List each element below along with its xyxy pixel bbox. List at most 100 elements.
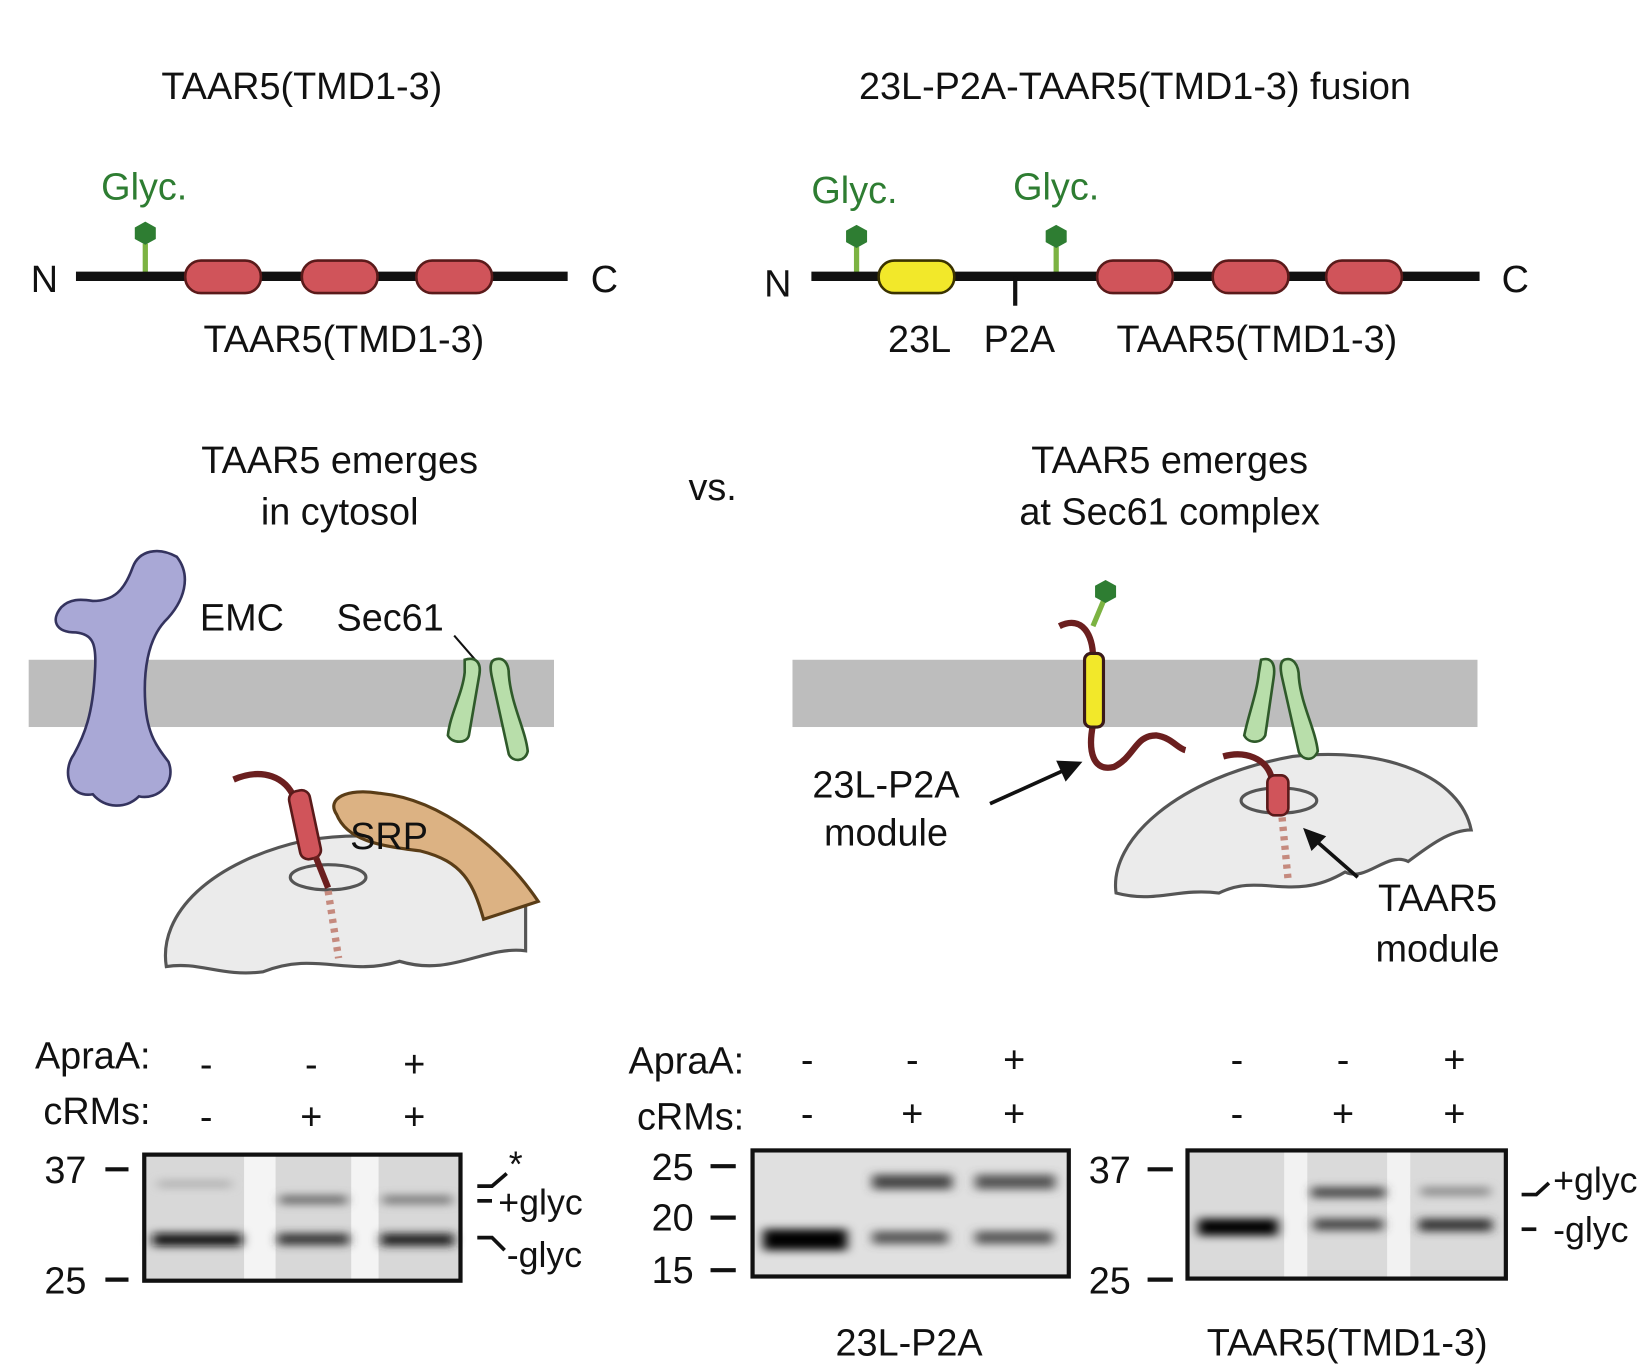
band-lane2-glyc bbox=[279, 1195, 348, 1205]
band-lane3-unglyc bbox=[1418, 1218, 1493, 1232]
band-lane3-glyc bbox=[1420, 1187, 1491, 1196]
crms-lane-3: + bbox=[403, 1096, 425, 1138]
lane-gap bbox=[1284, 1151, 1308, 1278]
gel-border bbox=[1185, 1148, 1508, 1281]
apraa-lane-3: + bbox=[1443, 1040, 1465, 1082]
glyc-label: Glyc. bbox=[101, 167, 187, 209]
label-23l: 23L bbox=[888, 319, 951, 361]
apraa-lane-3: + bbox=[403, 1044, 425, 1086]
n-terminus: N bbox=[764, 263, 791, 305]
sec61-channel-left-icon bbox=[446, 657, 482, 744]
sec61-leader-line bbox=[453, 634, 476, 661]
gel-panel-2: ApraA: cRMs: - - + - + + 25 20 15 23L-P2… bbox=[629, 1040, 1071, 1364]
plus-glyc-label: +glyc bbox=[498, 1183, 582, 1223]
glycan-icon-1 bbox=[846, 224, 868, 248]
apraa-lane-2: - bbox=[906, 1040, 919, 1082]
right-construct-diagram: 23L-P2A-TAAR5(TMD1-3) fusion Glyc. Glyc.… bbox=[764, 66, 1529, 361]
marker-25: 25 bbox=[1089, 1260, 1131, 1302]
band-lane3-cleaved bbox=[975, 1231, 1054, 1244]
band-lane2-glyc bbox=[872, 1174, 953, 1190]
unglyc-bracket bbox=[477, 1235, 506, 1252]
crms-lane-2: + bbox=[1332, 1093, 1354, 1135]
crms-lane-3: + bbox=[1003, 1093, 1025, 1135]
taar5-chain bbox=[1222, 751, 1275, 779]
sec61-schematic: TAAR5 emerges at Sec61 complex 23L-P2A m… bbox=[792, 440, 1500, 970]
srp-icon bbox=[332, 790, 541, 922]
heading-line-1: TAAR5 emerges bbox=[201, 440, 478, 482]
23l-helix bbox=[1082, 651, 1106, 729]
apraa-lane-2: - bbox=[305, 1044, 318, 1086]
chain-segment bbox=[312, 855, 332, 889]
signal-23l bbox=[877, 259, 956, 295]
arrow-taar5 bbox=[1314, 839, 1359, 879]
module-23l-label-1: 23L-P2A bbox=[812, 764, 960, 806]
taar5-helix bbox=[1266, 774, 1290, 817]
ribosome-icon bbox=[1113, 752, 1474, 899]
heading-line-1: TAAR5 emerges bbox=[1031, 440, 1308, 482]
lane-gap bbox=[351, 1155, 379, 1280]
gel-image bbox=[1187, 1150, 1506, 1279]
exit-tunnel-ring bbox=[288, 863, 368, 892]
band-lane2-cleaved bbox=[872, 1231, 948, 1244]
glycan-icon bbox=[134, 221, 156, 245]
n-terminus: N bbox=[31, 259, 58, 301]
tmd3 bbox=[415, 259, 494, 295]
gel-panel-3: - - + - + + 37 25 +glyc -glyc TAAR5(TMD1… bbox=[1089, 1040, 1638, 1365]
gel-border bbox=[142, 1152, 463, 1283]
arrowhead-icon bbox=[1056, 760, 1083, 782]
minus-glyc-label: -glyc bbox=[507, 1235, 582, 1275]
apraa-lane-1: - bbox=[1231, 1040, 1244, 1082]
crms-lane-2: + bbox=[901, 1093, 923, 1135]
left-construct-diagram: TAAR5(TMD1-3) Glyc. N C TAAR5(TMD1-3) bbox=[31, 66, 618, 361]
minus-glyc-label: -glyc bbox=[1553, 1210, 1628, 1250]
band-lane3-glyc bbox=[382, 1195, 453, 1205]
tmd2 bbox=[1211, 259, 1290, 295]
heading-line-2: in cytosol bbox=[261, 491, 419, 533]
apraa-lane-2: - bbox=[1337, 1040, 1350, 1082]
marker-25: 25 bbox=[652, 1147, 694, 1189]
arrowhead-icon bbox=[1303, 827, 1327, 851]
band-lane1-unglyc bbox=[152, 1233, 242, 1247]
apraa-lane-1: - bbox=[801, 1040, 814, 1082]
crms-lane-1: - bbox=[200, 1096, 213, 1138]
lane-gap bbox=[1387, 1151, 1411, 1278]
emc-complex-icon bbox=[54, 549, 187, 807]
marker-25: 25 bbox=[44, 1260, 86, 1302]
band-lane1-23l bbox=[763, 1229, 848, 1251]
heading-line-2: at Sec61 complex bbox=[1019, 491, 1320, 533]
star-bracket bbox=[477, 1172, 508, 1188]
marker-37: 37 bbox=[1089, 1150, 1131, 1192]
crms-lane-2: + bbox=[300, 1096, 322, 1138]
gel-image bbox=[144, 1154, 461, 1281]
nascent-chain-in-tunnel bbox=[1278, 817, 1293, 883]
srp-label: SRP bbox=[350, 816, 428, 858]
band-lane3-unglyc bbox=[380, 1233, 455, 1247]
nascent-chain bbox=[232, 771, 298, 800]
glycan-stem bbox=[1090, 599, 1106, 628]
cytosol-schematic: TAAR5 emerges in cytosol EMC Sec61 SRP bbox=[28, 440, 554, 975]
band-lane2-unglyc bbox=[277, 1233, 350, 1245]
star-label: * bbox=[509, 1145, 523, 1185]
c-terminus: C bbox=[1502, 259, 1529, 301]
tmd3 bbox=[1324, 259, 1404, 295]
band-lane1-unglyc bbox=[1198, 1218, 1278, 1236]
apraa-lane-1: - bbox=[200, 1044, 213, 1086]
emc-label: EMC bbox=[200, 597, 284, 639]
tmd1 bbox=[1095, 259, 1175, 295]
apraa-row-label: ApraA: bbox=[35, 1035, 151, 1077]
glyc-label-2: Glyc. bbox=[1013, 167, 1099, 209]
glyc-bracket bbox=[1521, 1181, 1551, 1197]
vs-label: vs. bbox=[688, 467, 736, 509]
crms-row-label: cRMs: bbox=[637, 1096, 744, 1138]
right-construct-title: 23L-P2A-TAAR5(TMD1-3) fusion bbox=[859, 66, 1411, 108]
apraa-row-label: ApraA: bbox=[629, 1041, 745, 1083]
arrow-23l bbox=[989, 767, 1068, 806]
sec61-label: Sec61 bbox=[337, 597, 444, 639]
gel-image bbox=[752, 1150, 1069, 1277]
er-membrane bbox=[792, 659, 1478, 728]
taar5-label: TAAR5(TMD1-3) bbox=[203, 319, 484, 361]
gel-caption: 23L-P2A bbox=[836, 1322, 984, 1364]
label-p2a: P2A bbox=[984, 319, 1056, 361]
band-lane2-unglyc bbox=[1313, 1218, 1383, 1231]
